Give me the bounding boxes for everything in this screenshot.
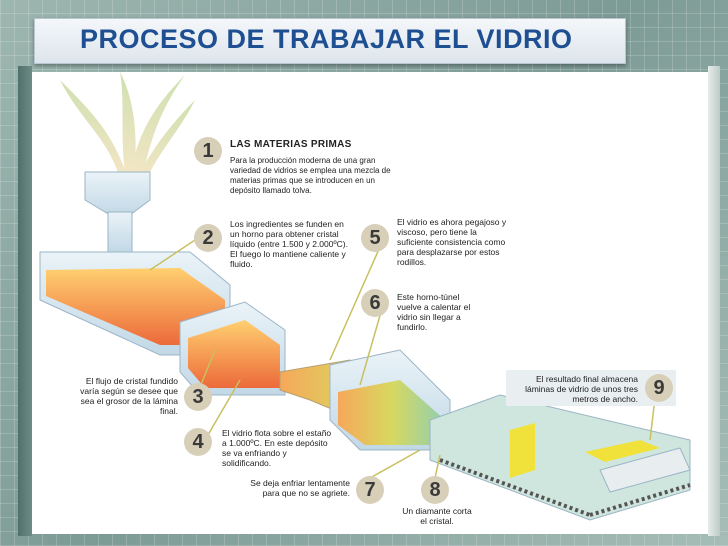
cut-sheet-yellow bbox=[510, 423, 535, 478]
step-6-text: Este horno-túnel vuelve a calentar el vi… bbox=[397, 292, 485, 332]
step-number-badge: 8 bbox=[421, 476, 449, 504]
step-number-badge: 3 bbox=[184, 383, 212, 411]
step-2-text: Los ingredientes se funden en un horno p… bbox=[230, 219, 350, 269]
step-number-badge: 6 bbox=[361, 289, 389, 317]
smoke-plume bbox=[120, 72, 136, 175]
step-number-badge: 5 bbox=[361, 224, 389, 252]
step-3-text: El flujo de cristal fundido varía según … bbox=[70, 376, 178, 416]
step-number-badge: 7 bbox=[356, 476, 384, 504]
hopper-neck bbox=[108, 212, 132, 252]
step-5-text: El vidrio es ahora pegajoso y viscoso, p… bbox=[397, 217, 507, 267]
smoke-plume bbox=[60, 80, 125, 180]
step-7-text: Se deja enfriar lentamente para que no s… bbox=[246, 478, 350, 498]
step-8-text: Un diamante corta el cristal. bbox=[402, 506, 472, 526]
step-number-badge: 2 bbox=[194, 224, 222, 252]
hopper bbox=[85, 172, 150, 215]
step-1-text: Para la producción moderna de una gran v… bbox=[230, 156, 400, 196]
step-heading: LAS MATERIAS PRIMAS bbox=[230, 139, 352, 150]
step-9-text: El resultado final almacena láminas de v… bbox=[510, 374, 638, 404]
step-number-badge: 9 bbox=[645, 374, 673, 402]
step-number-badge: 4 bbox=[184, 428, 212, 456]
step-number-badge: 1 bbox=[194, 137, 222, 165]
leader-line bbox=[370, 450, 420, 478]
step-4-text: El vidrio flota sobre el estaño a 1.000º… bbox=[222, 428, 332, 468]
